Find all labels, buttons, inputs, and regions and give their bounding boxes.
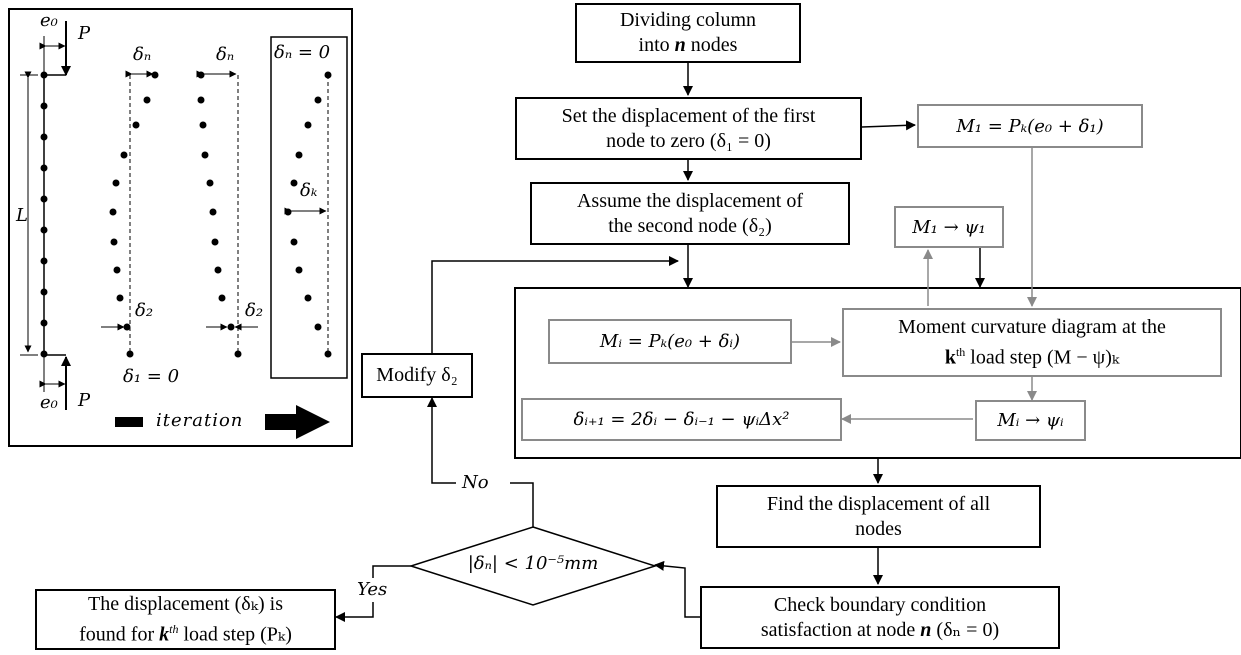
result-line1: The displacement (δₖ) is [88,592,283,615]
divide-line2: into n nodes [638,34,738,56]
set-first-node-box: Set the displacement of the first node t… [515,97,862,160]
e0-top-label: e₀ [40,10,58,31]
assume-line1: Assume the displacement of [576,189,804,212]
p-top-label: P [78,23,91,44]
decision-label: |δₙ| < 10⁻⁵mm [467,553,599,574]
no-label: No [462,472,489,493]
yes-label: Yes [357,579,388,600]
mi-formula: Mᵢ = Pₖ(e₀ + δᵢ) [599,331,741,352]
m1-psi1: M₁ → ψ₁ [912,216,986,238]
check-line1: Check boundary condition [773,593,987,616]
mi-formula-box: Mᵢ = Pₖ(e₀ + δᵢ) [548,319,792,364]
delta-n-zero-label: δₙ = 0 [274,42,331,63]
delta-k-label: δₖ [300,180,318,201]
moment-curvature-line1: Moment curvature diagram at the [898,315,1166,338]
converged-iteration-frame [270,36,348,379]
moment-curvature-line2: kth load step (M − ψ)ₖ [944,344,1120,369]
set-first-line1: Set the displacement of the first [561,104,816,127]
iteration-arrow [265,405,330,439]
check-line2: satisfaction at node n (δₙ = 0) [760,618,1000,641]
delta-2-label-b: δ₂ [245,300,264,321]
assume-second-node-box: Assume the displacement of the second no… [530,182,850,245]
m1-formula: M₁ = Pₖ(e₀ + δ₁) [956,115,1104,137]
find-all-line2: nodes [855,517,902,540]
assume-line2: the second node (δ₂) [608,214,772,237]
e0-bottom-label: e₀ [40,392,58,413]
find-all-box: Find the displacement of all nodes [716,485,1041,548]
iteration-label: iteration [156,410,244,431]
delta-n-label-2: δₙ [216,44,235,65]
moment-curvature-box: Moment curvature diagram at the kth load… [842,308,1222,377]
modify-delta2: Modify δ₂ [376,364,458,386]
column-panel-frame [8,8,353,447]
result-line2: found for kth load step (Pₖ) [79,621,292,646]
delta-next-box: δᵢ₊₁ = 2δᵢ − δᵢ₋₁ − ψᵢΔx² [521,398,842,441]
modify-delta2-box: Modify δ₂ [361,353,473,398]
find-all-line1: Find the displacement of all [766,492,991,515]
decision-diamond [408,526,658,606]
set-first-line2: node to zero (δ₁ = 0) [606,129,771,152]
mi-psii-box: Mᵢ → ψᵢ [975,400,1086,441]
iteration-bar [115,417,143,427]
iteration-loop-frame [514,287,1241,459]
delta-next: δᵢ₊₁ = 2δᵢ − δᵢ₋₁ − ψᵢΔx² [573,409,790,430]
iteration-3-nodes [284,71,332,358]
length-label: L [16,205,28,226]
p-bottom-label: P [78,390,91,411]
delta-2-label-a: δ₂ [135,300,154,321]
check-boundary-box: Check boundary condition satisfaction at… [700,586,1060,649]
m1-formula-box: M₁ = Pₖ(e₀ + δ₁) [917,104,1143,148]
result-box: The displacement (δₖ) is found for kth l… [35,589,336,650]
m1-psi1-box: M₁ → ψ₁ [894,206,1004,248]
divide-line1: Dividing column [619,9,757,31]
divide-column-box: Dividing column into n nodes [575,3,801,63]
column-line [43,74,66,356]
delta-n-label-1: δₙ [133,44,152,65]
column-nodes [40,71,48,358]
mi-psii: Mᵢ → ψᵢ [997,410,1064,431]
delta-1-zero-label: δ₁ = 0 [123,366,180,387]
iteration-2-nodes [197,71,242,358]
